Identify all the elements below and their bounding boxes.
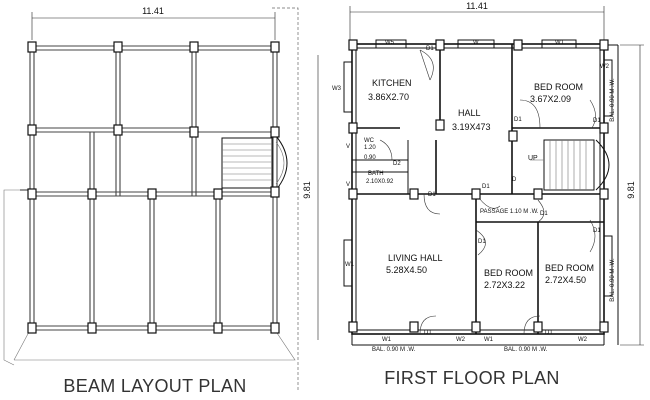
floor-staircase: UP bbox=[528, 139, 610, 191]
bedroom-top-name: BED ROOM bbox=[534, 82, 583, 92]
stair-up-label: UP bbox=[528, 155, 538, 162]
beam-bottom-projection bbox=[13, 329, 296, 361]
beam-columns bbox=[27, 41, 280, 334]
kitchen-name: KITCHEN bbox=[372, 78, 412, 88]
beam-projection-outline bbox=[272, 7, 299, 390]
door-swings bbox=[379, 49, 596, 335]
bedroom-mid-name: BED ROOM bbox=[484, 268, 533, 278]
hall-size: 3.19X473 bbox=[452, 122, 491, 132]
window-w2-bottom-a: W2 bbox=[456, 337, 466, 343]
first-floor-plan: 11.41 9.81 bbox=[332, 1, 644, 388]
door-d1-bedroom-mid: D1 bbox=[478, 239, 486, 245]
bedroom-right-size: 2.72X4.50 bbox=[545, 275, 586, 285]
window-w3: W3 bbox=[332, 86, 342, 92]
door-d: D bbox=[512, 177, 517, 183]
bath-name: BATH bbox=[368, 171, 384, 177]
floor-columns bbox=[348, 39, 609, 333]
door-d1-bottom-b: D1 bbox=[545, 330, 553, 336]
door-d1-bedroom-top-b: D1 bbox=[593, 118, 601, 124]
beam-staircase bbox=[221, 135, 288, 191]
floor-height-dimension: 9.81 bbox=[626, 181, 636, 199]
door-d1-bottom-a: D1 bbox=[424, 330, 432, 336]
passage-label: PASSAGE 1.10 M .W. bbox=[480, 209, 539, 215]
beam-layout-plan: 11.41 9.81 bbox=[3, 6, 319, 396]
balcony-right-top: BAL. 0.90 M .W. bbox=[610, 78, 616, 122]
bedroom-top-size: 3.67X2.09 bbox=[530, 94, 571, 104]
hall-name: HALL bbox=[458, 108, 481, 118]
beam-left-projection bbox=[3, 189, 30, 366]
wc-name: WC bbox=[364, 138, 375, 144]
beam-height-dimension: 9.81 bbox=[302, 181, 312, 199]
window-w5: W5 bbox=[385, 40, 395, 46]
beam-width-dimension: 11.41 bbox=[142, 6, 164, 16]
bath-size: 2.10X0.92 bbox=[366, 179, 394, 185]
balcony-bottom-right: BAL. 0.90 M .W. bbox=[504, 347, 548, 353]
window-w2-right: W2 bbox=[600, 64, 610, 70]
door-d1-balcony: D1 bbox=[593, 228, 601, 234]
door-d1-kitchen: D1 bbox=[426, 46, 434, 52]
door-d1-passage: D1 bbox=[482, 184, 490, 190]
window-w1-left: W1 bbox=[345, 262, 355, 268]
vent-v-bath: V bbox=[346, 182, 350, 188]
wc-size: 1.20 bbox=[364, 145, 376, 151]
door-d1-bedroom-top: D1 bbox=[514, 117, 522, 123]
wc-size-2: 0.90 bbox=[364, 155, 376, 161]
window-w1-top: W1 bbox=[555, 40, 565, 46]
vent-v-wc: V bbox=[346, 144, 350, 150]
balcony-bottom-left: BAL. 0.90 M .W. bbox=[372, 347, 416, 353]
kitchen-size: 3.86X2.70 bbox=[368, 92, 409, 102]
door-d2-bath: D2 bbox=[393, 161, 401, 167]
window-w: W bbox=[473, 40, 479, 46]
balcony-right-bottom: BAL. 0.90 M .W. bbox=[610, 258, 616, 302]
window-w1-bottom-b: W1 bbox=[484, 337, 494, 343]
bedroom-right-name: BED ROOM bbox=[545, 263, 594, 273]
door-d1-bedroom-right: D1 bbox=[540, 211, 548, 217]
floor-plan-title: FIRST FLOOR PLAN bbox=[384, 368, 560, 388]
windows bbox=[343, 39, 613, 297]
opening-labels: W5 W W1 W3 W1 W2 W1 W2 W1 W2 D1 D1 D1 D1… bbox=[332, 40, 610, 343]
living-hall-name: LIVING HALL bbox=[388, 253, 443, 263]
bedroom-mid-size: 2.72X3.22 bbox=[484, 280, 525, 290]
living-hall-size: 5.28X4.50 bbox=[386, 265, 427, 275]
floor-width-dimension: 11.41 bbox=[466, 1, 488, 11]
window-w2-bottom-b: W2 bbox=[578, 337, 588, 343]
beam-plan-title: BEAM LAYOUT PLAN bbox=[63, 376, 246, 396]
window-w1-bottom: W1 bbox=[382, 337, 392, 343]
door-d1-living: D1 bbox=[428, 192, 436, 198]
